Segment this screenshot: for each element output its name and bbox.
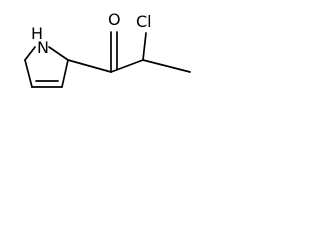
bond-carbonyl-chcl — [110, 59, 144, 73]
atom-nitrogen-label: N — [37, 38, 49, 57]
bond-chcl-cl — [142, 32, 147, 61]
bond-c2-c3 — [61, 59, 69, 88]
bond-n-c2 — [48, 46, 69, 61]
bond-chcl-methyl — [142, 59, 191, 73]
bond-c4-c5 — [24, 59, 33, 88]
atom-hydrogen-label: H — [31, 24, 43, 43]
bond-c2-carbonyl — [67, 59, 112, 73]
atom-chlorine-label: Cl — [136, 12, 152, 31]
molecule-drawing: H N O Cl — [24, 10, 191, 88]
bond-c5-n — [24, 46, 36, 61]
atom-oxygen-label: O — [108, 10, 121, 29]
structure-diagram: H N O Cl — [0, 0, 231, 131]
